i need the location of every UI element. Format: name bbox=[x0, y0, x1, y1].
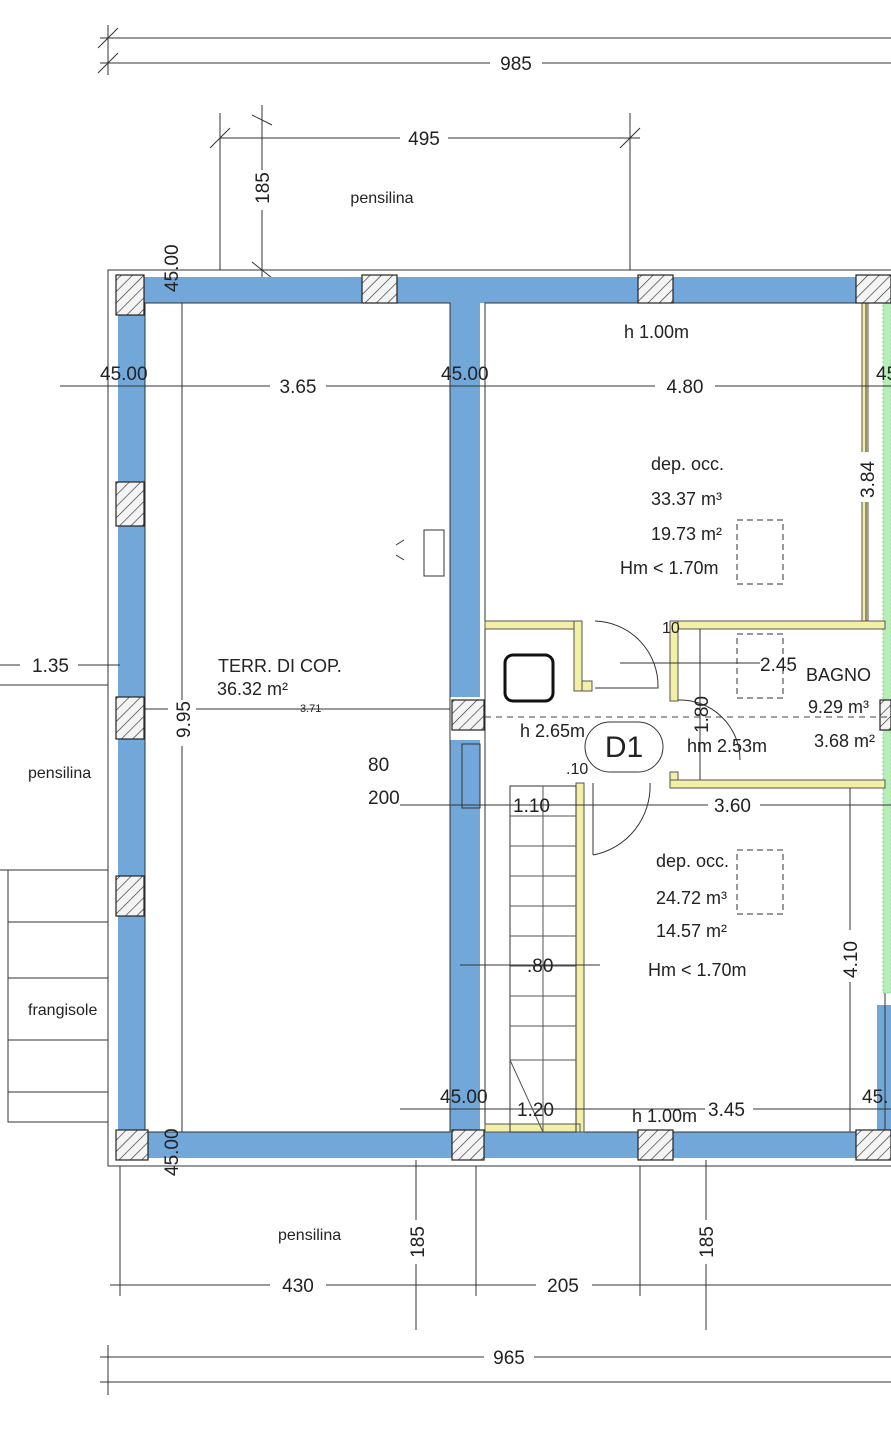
dim-wall-right: 45 bbox=[876, 364, 891, 385]
dim-120: 1.20 bbox=[517, 1100, 554, 1121]
label-frangisole: frangisole bbox=[28, 1002, 97, 1019]
bottom-dimension-lines: pensilina 430 205 185 185 965 bbox=[100, 1160, 891, 1395]
room-labels: TERR. DI COP. 36.32 m² 3.71 dep. occ. 33… bbox=[217, 322, 875, 1126]
label-hm-corridor: hm 2.53m bbox=[687, 736, 767, 756]
dim-185-bottom-b: 185 bbox=[697, 1226, 718, 1258]
dim-room-right-width: 4.80 bbox=[667, 377, 704, 398]
room-terrace-name: TERR. DI COP. bbox=[218, 656, 342, 676]
dim-965: 965 bbox=[493, 1348, 525, 1369]
room-dep2-volume: 24.72 m³ bbox=[656, 888, 727, 908]
label-h-corridor: h 2.65m bbox=[520, 721, 585, 741]
room-terrace-area: 36.32 m² bbox=[217, 679, 288, 699]
room-dep1-area: 19.73 m² bbox=[651, 524, 722, 544]
room-bagno-area: 3.68 m² bbox=[814, 731, 875, 751]
dim-205: 205 bbox=[547, 1276, 579, 1297]
dim-right-height: 3.84 bbox=[858, 461, 879, 498]
dim-10a: .10 bbox=[566, 761, 588, 778]
room-bagno-volume: 9.29 m³ bbox=[808, 697, 869, 717]
dim-room-left-height: 9.95 bbox=[174, 701, 195, 738]
label-pensilina-top: pensilina bbox=[350, 190, 413, 207]
room-dep1-name: dep. occ. bbox=[651, 454, 724, 474]
tag-d1: D1 bbox=[605, 731, 643, 764]
label-pensilina-left: pensilina bbox=[28, 765, 91, 782]
dim-495: 495 bbox=[408, 129, 440, 150]
dim-360: 3.60 bbox=[714, 796, 751, 817]
room-dep1-hm: Hm < 1.70m bbox=[620, 558, 719, 578]
skylights bbox=[736, 519, 784, 915]
left-canopy: pensilina frangisole bbox=[0, 684, 109, 1123]
dim-185-top: 185 bbox=[253, 172, 274, 204]
dim-door-200: 200 bbox=[368, 788, 400, 809]
dim-wall-bottom-right: 45. bbox=[862, 1087, 888, 1108]
room-dep2-area: 14.57 m² bbox=[656, 921, 727, 941]
dim-wall-mid: 45.00 bbox=[441, 364, 489, 385]
label-pensilina-bottom: pensilina bbox=[278, 1227, 341, 1244]
dim-wall-bottom-left: 45.00 bbox=[162, 1128, 183, 1176]
boiler-icon bbox=[503, 653, 555, 703]
building-outline bbox=[107, 269, 891, 1167]
dim-bath-245: 2.45 bbox=[760, 655, 797, 676]
label-h-bottom: h 1.00m bbox=[632, 1106, 697, 1126]
label-h-top: h 1.00m bbox=[624, 322, 689, 342]
dim-345: 3.45 bbox=[708, 1100, 745, 1121]
room-terrace-sub: 3.71 bbox=[300, 703, 321, 715]
dim-185-bottom-a: 185 bbox=[408, 1226, 429, 1258]
dim-985: 985 bbox=[500, 54, 532, 75]
staircase bbox=[509, 785, 577, 1133]
tag-d1-outline bbox=[584, 721, 664, 773]
dim-wall-bottom-mid: 45.00 bbox=[440, 1087, 488, 1108]
dim-left-offset: 1.35 bbox=[32, 656, 69, 677]
room-dep1-volume: 33.37 m³ bbox=[651, 489, 722, 509]
columns bbox=[115, 274, 891, 1161]
room-dep2-hm: Hm < 1.70m bbox=[648, 960, 747, 980]
dim-corr-110: 1.10 bbox=[513, 796, 550, 817]
dim-430: 430 bbox=[282, 1276, 314, 1297]
dim-wall-left: 45.00 bbox=[100, 364, 148, 385]
room-bagno-name: BAGNO bbox=[806, 665, 871, 685]
top-dimension-lines: 985 495 185 pensilina bbox=[97, 25, 891, 280]
dim-10b: 10 bbox=[662, 620, 680, 637]
dimension-labels: 45.00 45.00 3.65 45.00 4.80 45 3.84 1.35… bbox=[20, 244, 891, 1176]
dim-room-410: 4.10 bbox=[841, 941, 862, 978]
room-dep2-name: dep. occ. bbox=[656, 851, 729, 871]
dim-wall-top-left: 45.00 bbox=[162, 244, 183, 292]
dim-stair-80: .80 bbox=[527, 956, 553, 977]
dim-room-left-width: 3.65 bbox=[280, 377, 317, 398]
dim-door-80: 80 bbox=[368, 755, 389, 776]
dim-bath-180: 1.80 bbox=[692, 696, 713, 733]
